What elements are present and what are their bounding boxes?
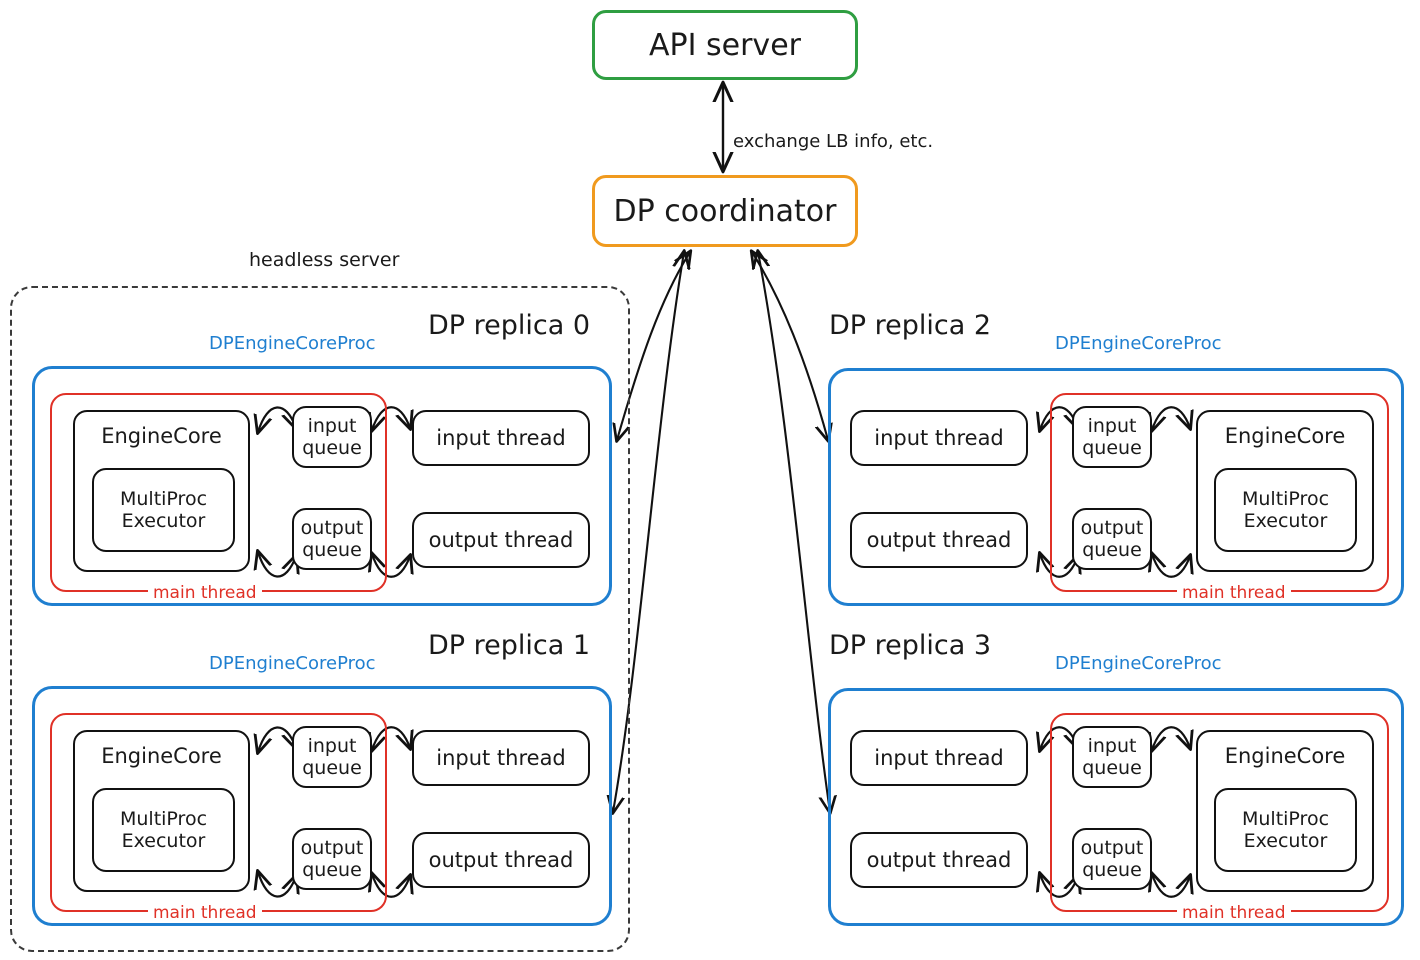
replica-2-proc-box[interactable]: [828, 368, 1404, 606]
replica-0-engine-core-label: EngineCore: [101, 424, 222, 448]
replica-2-proc-label: DPEngineCoreProc: [1055, 333, 1222, 354]
replica-1-title: DP replica 1: [428, 630, 591, 661]
replica-1-engine-core-label: EngineCore: [101, 744, 222, 768]
replica-1-output-thread[interactable]: output thread: [412, 832, 590, 888]
api-server-box[interactable]: API server: [592, 10, 858, 80]
arrow-coordinator-replica-2: [752, 252, 828, 440]
replica-0-output-queue[interactable]: output queue: [292, 508, 372, 570]
replica-3-input-thread-label: input thread: [874, 746, 1004, 770]
replica-1-multiproc-executor[interactable]: MultiProc Executor: [92, 788, 235, 872]
replica-0-iq-line2: queue: [302, 437, 362, 459]
replica-1-proc-label: DPEngineCoreProc: [209, 653, 376, 674]
replica-1-proc-box[interactable]: [32, 686, 612, 926]
replica-2-output-thread-label: output thread: [866, 528, 1012, 552]
replica-3-proc-label: DPEngineCoreProc: [1055, 653, 1222, 674]
replica-1-iq-line1: input: [307, 734, 357, 757]
replica-2-iq-line1: input: [1087, 414, 1137, 437]
replica-0-input-thread-label: input thread: [436, 426, 566, 450]
replica-2-main-thread-label: main thread: [1177, 583, 1291, 603]
replica-2-input-queue[interactable]: input queue: [1072, 406, 1152, 468]
replica-2-input-thread-label: input thread: [874, 426, 1004, 450]
replica-3-main-thread-label: main thread: [1177, 903, 1291, 923]
replica-3-output-queue[interactable]: output queue: [1072, 828, 1152, 890]
replica-2-output-queue[interactable]: output queue: [1072, 508, 1152, 570]
replica-3-iq-line2: queue: [1082, 757, 1142, 779]
replica-1-output-thread-label: output thread: [428, 848, 574, 872]
replica-1-oq-line1: output: [300, 836, 364, 859]
replica-0-main-thread-label: main thread: [148, 583, 262, 603]
replica-0-title: DP replica 0: [428, 310, 591, 341]
replica-0-oq-line2: queue: [302, 539, 362, 561]
replica-0-mpe-line2: Executor: [121, 510, 206, 532]
headless-server-boundary: [10, 286, 630, 952]
replica-1-output-queue[interactable]: output queue: [292, 828, 372, 890]
replica-3-input-queue[interactable]: input queue: [1072, 726, 1152, 788]
replica-2-iq-line2: queue: [1082, 437, 1142, 459]
replica-1-input-thread[interactable]: input thread: [412, 730, 590, 786]
replica-3-engine-core-label: EngineCore: [1224, 744, 1346, 768]
arrow-coordinator-replica-3: [758, 252, 830, 812]
replica-1-mpe-line1: MultiProc: [119, 807, 208, 830]
replica-3-mpe-line2: Executor: [1243, 830, 1328, 852]
replica-3-iq-line1: input: [1087, 734, 1137, 757]
replica-0-output-thread-label: output thread: [428, 528, 574, 552]
replica-1-iq-line2: queue: [302, 757, 362, 779]
headless-server-label: headless server: [249, 249, 400, 271]
replica-1-oq-line2: queue: [302, 859, 362, 881]
replica-2-input-thread[interactable]: input thread: [850, 410, 1028, 466]
replica-1-input-thread-label: input thread: [436, 746, 566, 770]
replica-0-proc-label: DPEngineCoreProc: [209, 333, 376, 354]
replica-3-mpe-line1: MultiProc: [1241, 807, 1330, 830]
replica-0-proc-box[interactable]: [32, 366, 612, 606]
replica-3-title: DP replica 3: [829, 630, 992, 661]
replica-0-iq-line1: input: [307, 414, 357, 437]
replica-3-input-thread[interactable]: input thread: [850, 730, 1028, 786]
replica-3-oq-line2: queue: [1082, 859, 1142, 881]
replica-2-multiproc-executor[interactable]: MultiProc Executor: [1214, 468, 1357, 552]
replica-0-mpe-line1: MultiProc: [119, 487, 208, 510]
replica-2-mpe-line2: Executor: [1243, 510, 1328, 532]
replica-0-oq-line1: output: [300, 516, 364, 539]
replica-1-input-queue[interactable]: input queue: [292, 726, 372, 788]
replica-0-output-thread[interactable]: output thread: [412, 512, 590, 568]
replica-3-proc-box[interactable]: [828, 688, 1404, 926]
replica-3-output-thread[interactable]: output thread: [850, 832, 1028, 888]
replica-2-engine-core-label: EngineCore: [1224, 424, 1346, 448]
dp-coordinator-box[interactable]: DP coordinator: [592, 175, 858, 247]
replica-2-title: DP replica 2: [829, 310, 992, 341]
replica-2-mpe-line1: MultiProc: [1241, 487, 1330, 510]
replica-0-multiproc-executor[interactable]: MultiProc Executor: [92, 468, 235, 552]
replica-3-multiproc-executor[interactable]: MultiProc Executor: [1214, 788, 1357, 872]
replica-0-input-thread[interactable]: input thread: [412, 410, 590, 466]
replica-3-oq-line1: output: [1080, 836, 1144, 859]
replica-3-output-thread-label: output thread: [866, 848, 1012, 872]
replica-1-main-thread-label: main thread: [148, 903, 262, 923]
replica-1-mpe-line2: Executor: [121, 830, 206, 852]
exchange-lb-info-label: exchange LB info, etc.: [733, 131, 934, 152]
replica-2-output-thread[interactable]: output thread: [850, 512, 1028, 568]
replica-2-oq-line2: queue: [1082, 539, 1142, 561]
api-server-label: API server: [649, 27, 801, 63]
replica-2-oq-line1: output: [1080, 516, 1144, 539]
dp-coordinator-label: DP coordinator: [613, 193, 837, 229]
replica-0-input-queue[interactable]: input queue: [292, 406, 372, 468]
